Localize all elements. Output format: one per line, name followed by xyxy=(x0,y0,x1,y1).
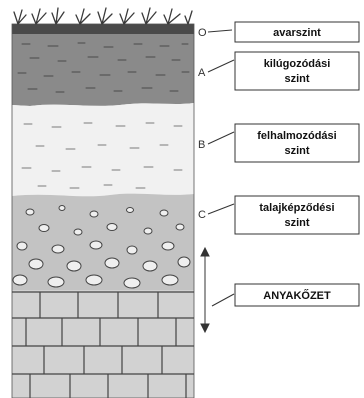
grass-vegetation xyxy=(14,8,192,24)
label-anyakozet: ANYAKŐZET xyxy=(263,289,331,302)
leader-line-o xyxy=(208,30,232,32)
horizon-letter-c: C xyxy=(198,209,206,221)
horizon-letter-b: B xyxy=(198,139,205,151)
soil-column xyxy=(12,8,194,398)
leader-line-b xyxy=(208,132,234,144)
horizon-letter-a: A xyxy=(198,67,206,79)
bedrock-range-arrow xyxy=(201,248,209,332)
label-box-a: kilúgozódási szint xyxy=(235,52,359,90)
label-kilugozodasi-line2: szint xyxy=(284,73,309,85)
label-box-c: talajképződési szint xyxy=(235,196,359,234)
leader-line-c xyxy=(208,204,234,214)
label-talajkepzodesi-line1: talajképződési xyxy=(259,202,334,214)
label-felhalmozodasi-line2: szint xyxy=(284,145,309,157)
horizon-letter-o: O xyxy=(198,27,207,39)
layer-b xyxy=(12,103,194,196)
layer-bedrock xyxy=(12,290,194,398)
label-talajkepzodesi-line2: szint xyxy=(284,217,309,229)
leader-line-bedrock xyxy=(212,294,234,306)
label-kilugozodasi-line1: kilúgozódási xyxy=(264,58,331,70)
layer-a xyxy=(12,34,194,106)
horizon-markers: O A B C xyxy=(198,27,234,332)
label-felhalmozodasi-line1: felhalmozódási xyxy=(257,130,336,142)
label-box-bedrock: ANYAKŐZET xyxy=(235,284,359,306)
leader-line-a xyxy=(208,60,234,72)
label-box-o: avarszint xyxy=(235,22,359,42)
label-box-b: felhalmozódási szint xyxy=(235,124,359,162)
label-avarszint: avarszint xyxy=(273,27,321,39)
label-boxes: avarszint kilúgozódási szint felhalmozód… xyxy=(235,22,359,306)
layer-o xyxy=(12,24,194,34)
